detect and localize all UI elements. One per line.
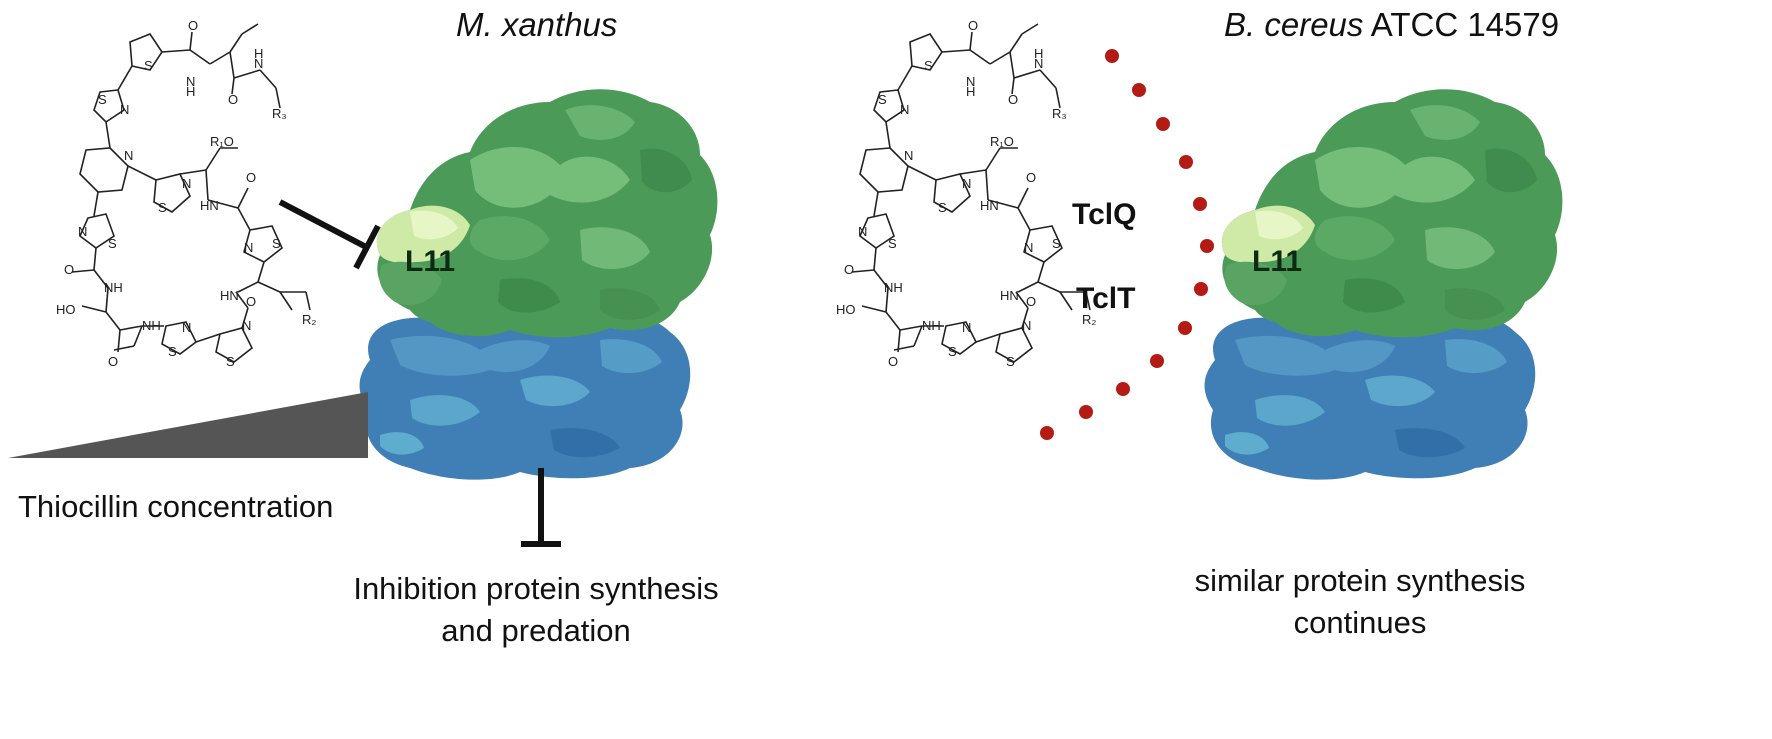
left-outcome-caption: Inhibition protein synthesis and predati… bbox=[336, 568, 736, 652]
right-organism-title: B. cereus ATCC 14579 bbox=[1224, 6, 1559, 44]
right-organism-strain: ATCC 14579 bbox=[1370, 6, 1560, 43]
ribosome-right bbox=[1204, 89, 1563, 480]
inhibition-arrow-synthesis bbox=[521, 468, 561, 547]
concentration-label: Thiocillin concentration bbox=[18, 489, 334, 524]
right-outcome-line1: similar protein synthesis bbox=[1194, 563, 1526, 598]
thiocillin-structure-left bbox=[55, 17, 318, 370]
enzyme-tclq: TclQ bbox=[1072, 198, 1137, 231]
l11-label-right: L11 bbox=[1252, 245, 1303, 278]
right-outcome-caption: similar protein synthesis continues bbox=[1160, 560, 1560, 644]
l11-label-left: L11 bbox=[405, 245, 456, 278]
resistance-dotted-arc bbox=[1040, 49, 1214, 440]
ribosome-left bbox=[359, 89, 718, 480]
left-outcome-line1: Inhibition protein synthesis bbox=[353, 571, 719, 606]
right-organism-name: B. cereus bbox=[1224, 6, 1364, 43]
concentration-wedge bbox=[8, 392, 368, 458]
left-organism-title: M. xanthus bbox=[456, 6, 618, 43]
enzyme-tclt: TclT bbox=[1076, 282, 1136, 315]
thiocillin-structure-right bbox=[835, 17, 1098, 370]
right-outcome-line2: continues bbox=[1293, 605, 1427, 640]
inhibition-arrow-l11 bbox=[278, 199, 381, 270]
left-outcome-line2: and predation bbox=[441, 613, 631, 648]
